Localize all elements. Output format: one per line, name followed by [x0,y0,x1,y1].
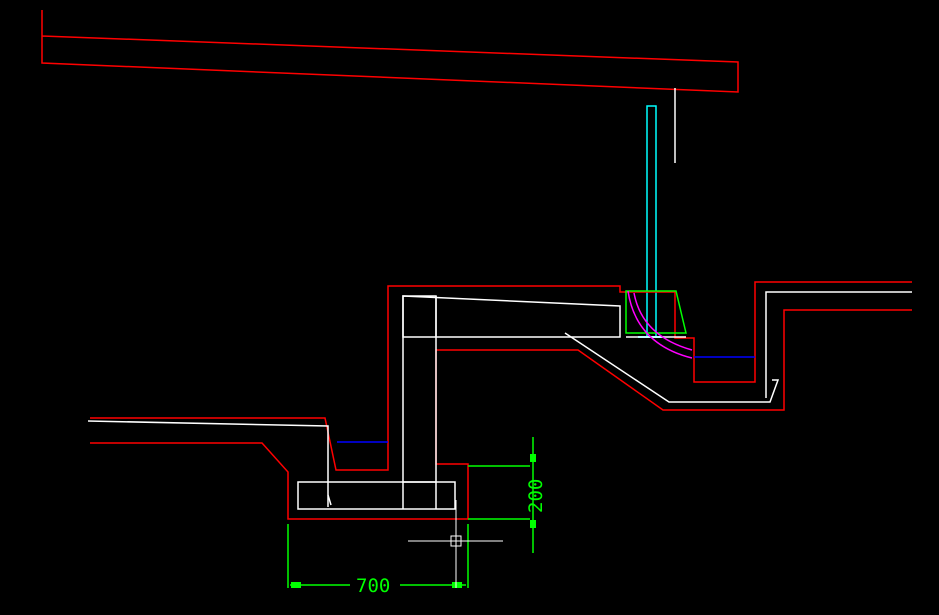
dimension-horizontal [287,524,469,588]
pipe-collar [625,290,687,334]
arc-inner [633,292,693,351]
dimension-vertical [468,437,536,553]
crosshair-cursor-icon [408,500,503,588]
outer-red-outline-left [90,309,912,520]
foundation-footing [297,481,456,510]
slope-line [564,332,780,403]
ground-surface-line [87,420,329,507]
outer-red-outline-top [90,281,912,471]
right-channel-line [765,291,912,398]
vertical-pipe [646,105,657,338]
wall-stem [402,295,437,483]
dimension-width-label: 700 [356,575,390,597]
footing-hook [327,494,332,506]
arc-outer [627,290,693,359]
top-slab [402,295,621,338]
dimension-height-label: 200 [525,479,547,513]
roof-slab-outline [41,10,739,93]
